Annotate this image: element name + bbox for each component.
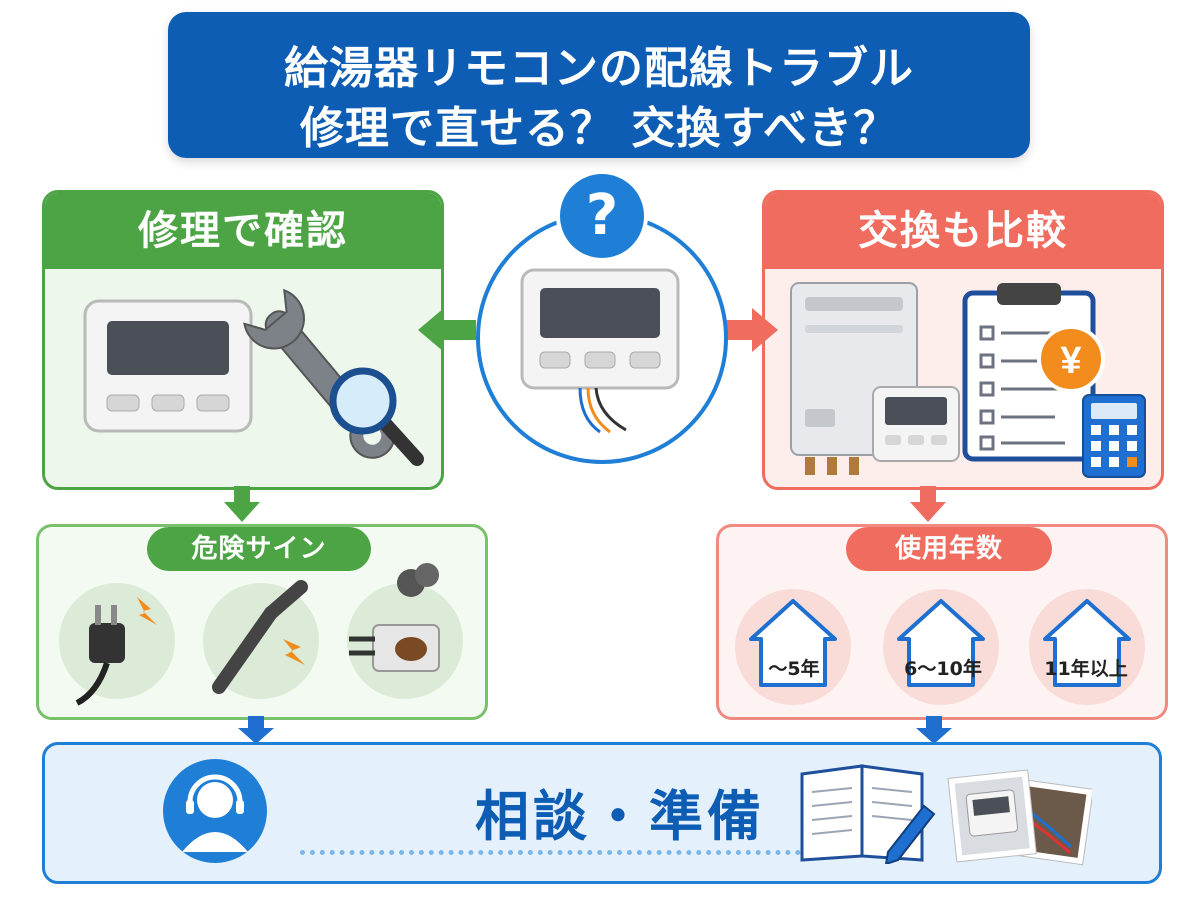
- remote-icon: [872, 386, 960, 462]
- repair-panel: 修理で確認: [42, 190, 444, 490]
- repair-illustration: [83, 288, 424, 466]
- headset-icon: [163, 759, 267, 863]
- remote-icon: [520, 268, 680, 434]
- arrow-icon: [720, 308, 778, 352]
- title-banner: 給湯器リモコンの配線トラブル 修理で直せる？ 交換すべき？: [168, 12, 1030, 158]
- plug-spark-icon: [59, 583, 175, 706]
- house-icon: [735, 589, 851, 705]
- arrow-icon: [910, 486, 946, 522]
- burnt-connector-icon: [347, 563, 463, 699]
- year-label: ～5年: [768, 658, 820, 680]
- replace-panel: 交換も比較: [762, 190, 1164, 490]
- title-line-1: 給湯器リモコンの配線トラブル: [284, 43, 914, 94]
- dotted-line: [300, 850, 900, 855]
- yen-icon: ¥: [1037, 325, 1105, 393]
- repair-header: 修理で確認: [45, 193, 441, 269]
- calculator-icon: [1082, 394, 1146, 478]
- frayed-wire-icon: [203, 580, 319, 699]
- arrow-icon: [418, 308, 476, 352]
- remote-icon: [83, 299, 253, 433]
- photo-icon: [947, 769, 1092, 866]
- replace-illustration: ¥: [790, 282, 1146, 478]
- replace-header: 交換も比較: [765, 193, 1161, 269]
- house-icon: [883, 589, 999, 705]
- consult-label: 相談・準備: [475, 785, 765, 848]
- arrow-icon: [238, 716, 274, 744]
- magnifier-icon: [329, 367, 424, 466]
- year-label: 6～10年: [904, 658, 982, 680]
- pen-icon: [884, 804, 936, 864]
- years-pill: 使用年数: [846, 527, 1052, 571]
- danger-illustrations: [59, 563, 463, 706]
- notebook-icon: [800, 764, 936, 864]
- danger-signs-pill: 危険サイン: [147, 527, 371, 571]
- arrow-icon: [224, 486, 260, 522]
- year-label: 11年以上: [1044, 658, 1128, 680]
- question-icon: ?: [556, 170, 648, 262]
- yen-symbol: ¥: [1060, 340, 1081, 382]
- house-icon: [1029, 589, 1145, 705]
- title-line-2: 修理で直せる？ 交換すべき？: [299, 103, 899, 154]
- arrow-icon: [916, 716, 952, 744]
- years-houses: [735, 589, 1145, 705]
